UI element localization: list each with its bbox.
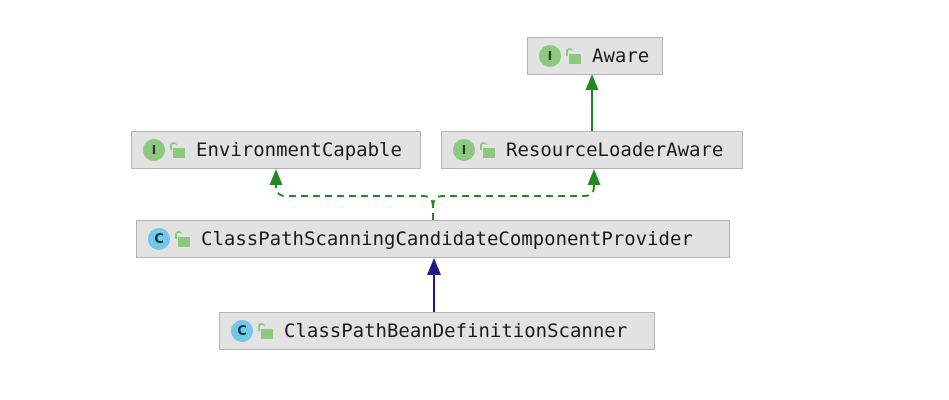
edge-provider-environmentcapable [269,169,434,208]
node-label-classpath-scanning-provider: ClassPathScanningCandidateComponentProvi… [201,227,693,250]
unlock-body [569,54,581,64]
unlock-icon [258,323,273,339]
unlock-body [178,237,190,247]
unlock-shackle [258,323,265,331]
edge-resourceloaderaware-aware [585,74,599,131]
class-badge-letter: C [237,323,247,339]
interface-badge-icon: I [539,45,561,67]
node-label-environment-capable: EnvironmentCapable [196,138,402,161]
unlock-icon [170,142,185,158]
unlock-body [173,148,185,158]
interface-badge-icon: I [143,139,165,161]
interface-badge-letter: I [151,143,157,157]
node-label-resource-loader-aware: ResourceLoaderAware [506,138,724,161]
node-environment-capable[interactable]: I EnvironmentCapable [131,131,421,169]
class-badge-letter: C [154,231,164,247]
unlock-body [483,148,495,158]
unlock-icon [480,142,495,158]
class-badge-icon: C [148,228,170,250]
class-badge-icon: C [231,320,253,342]
unlock-shackle [566,48,573,56]
edge-provider-resourceloaderaware [432,169,601,208]
node-label-aware: Aware [592,44,650,67]
unlock-icon [566,48,581,64]
unlock-body [261,329,273,339]
unlock-shackle [480,142,487,150]
interface-badge-letter: I [461,143,467,157]
unlock-shackle [175,231,182,239]
node-label-classpath-bean-definition-scanner: ClassPathBeanDefinitionScanner [284,319,628,342]
unlock-icon [175,231,190,247]
node-classpath-scanning-provider[interactable]: C ClassPathScanningCandidateComponentPro… [136,220,730,258]
edge-scanner-provider [427,258,441,312]
interface-badge-icon: I [453,139,475,161]
unlock-shackle [170,142,177,150]
node-resource-loader-aware[interactable]: I ResourceLoaderAware [441,131,743,169]
node-aware[interactable]: I Aware [527,37,663,75]
interface-badge-letter: I [547,49,553,63]
node-classpath-bean-definition-scanner[interactable]: C ClassPathBeanDefinitionScanner [219,312,655,350]
